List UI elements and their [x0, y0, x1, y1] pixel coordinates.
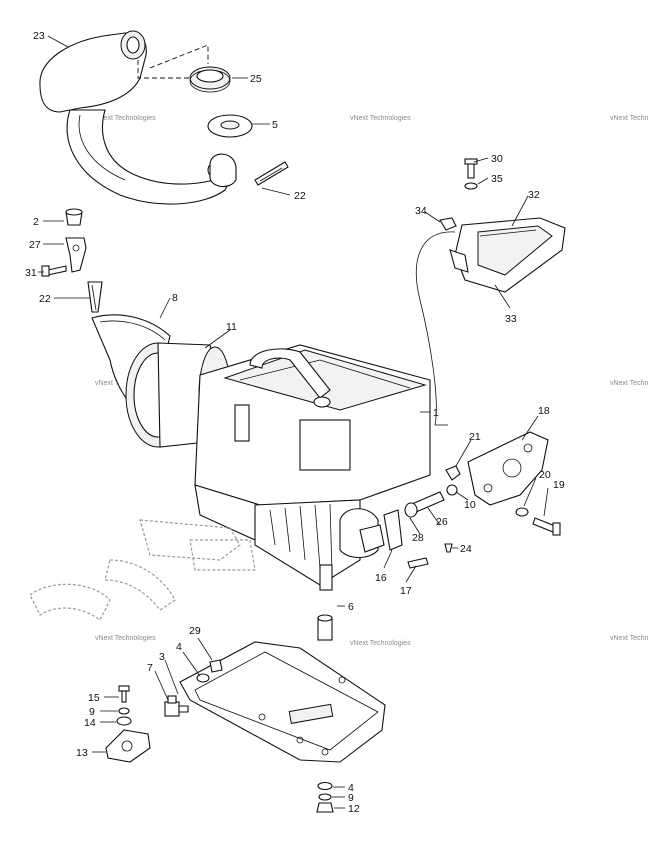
part-10-nut [446, 484, 458, 496]
callout-labels: 23 25 5 22 2 27 31 22 8 11 1 30 35 32 34… [25, 30, 565, 815]
callout-20: 20 [539, 469, 551, 481]
callout-22-left: 22 [39, 293, 51, 305]
callout-26: 26 [436, 516, 448, 528]
callout-17: 17 [400, 585, 412, 597]
part-22-clamp-top [254, 161, 289, 186]
callout-12: 12 [348, 803, 360, 815]
alignment-line [137, 60, 190, 79]
part-35-washer [464, 182, 478, 190]
callout-24: 24 [460, 543, 472, 555]
exhaust-ghost [29, 519, 256, 621]
part-14-washer [116, 716, 132, 726]
callout-27: 27 [29, 239, 41, 251]
part-1-engine [194, 344, 431, 591]
callout-4-bottom: 4 [348, 782, 354, 794]
part-9-washer-bottom [318, 793, 332, 801]
part-20-washer [515, 507, 529, 517]
callout-22-top: 22 [294, 190, 306, 202]
part-7-mount [164, 695, 189, 717]
part-31-screw [41, 265, 67, 277]
callout-9-left: 9 [89, 706, 95, 718]
alignment-line [149, 44, 209, 69]
watermark: vNext Technologies [350, 640, 411, 647]
part-29-nut [209, 659, 223, 673]
callout-32: 32 [528, 189, 540, 201]
part-16-bracket [383, 509, 403, 551]
part-12-nut [316, 802, 334, 813]
hose-line [415, 231, 456, 426]
callout-7: 7 [147, 662, 153, 674]
part-18-plate [467, 431, 549, 506]
engine-support-plate [179, 641, 386, 763]
callout-14: 14 [84, 717, 96, 729]
callout-19: 19 [553, 479, 565, 491]
callout-21: 21 [469, 431, 481, 443]
callout-29: 29 [189, 625, 201, 637]
part-17-screw [407, 557, 429, 569]
part-34-nut [439, 217, 457, 231]
part-5-ring [207, 114, 253, 138]
part-19-bolt [532, 517, 561, 536]
callout-28: 28 [412, 532, 424, 544]
callout-35: 35 [491, 173, 503, 185]
part-4-washer-bottom [317, 781, 333, 791]
part-6-spacer [317, 614, 333, 641]
callout-16: 16 [375, 572, 387, 584]
part-33-mount [449, 249, 469, 273]
callout-8: 8 [172, 292, 178, 304]
callout-5: 5 [272, 119, 278, 131]
callout-9-bottom: 9 [348, 792, 354, 804]
part-23-intake-silencer [39, 30, 237, 205]
watermark: vNext Technologies [610, 115, 648, 122]
callout-11: 11 [226, 321, 237, 333]
part-27-bracket [65, 237, 87, 273]
watermark: vNext Technologies [95, 115, 156, 122]
part-2-cap [65, 208, 83, 226]
watermark: vNext Technologies [95, 635, 156, 642]
callout-10: 10 [464, 499, 476, 511]
callout-18: 18 [538, 405, 550, 417]
callout-15: 15 [88, 692, 100, 704]
callout-3: 3 [159, 651, 165, 663]
part-28-stud [404, 491, 445, 518]
callout-25: 25 [250, 73, 262, 85]
part-24-screw [444, 543, 453, 553]
part-15-screw [118, 685, 130, 703]
part-4-washer-top [196, 673, 210, 683]
part-25-seal [189, 66, 231, 93]
callout-34: 34 [415, 205, 427, 217]
callout-2: 2 [33, 216, 39, 228]
leader-lines [38, 35, 549, 809]
watermark: vNext Technologies [350, 115, 411, 122]
callout-31: 31 [25, 267, 37, 279]
callout-33: 33 [505, 313, 517, 325]
callout-6: 6 [348, 601, 354, 613]
callout-30: 30 [491, 153, 503, 165]
part-32-duct [454, 217, 566, 293]
watermark: vNext Technologies [610, 635, 648, 642]
callout-13: 13 [76, 747, 88, 759]
part-9-washer-left [118, 707, 130, 715]
callout-23: 23 [33, 30, 45, 42]
part-22-clamp-left [87, 281, 103, 313]
callout-1: 1 [433, 407, 439, 419]
watermark: vNext Technologies [610, 380, 648, 387]
callout-4-top: 4 [176, 641, 182, 653]
part-13-mount [105, 729, 151, 763]
part-21-nut [445, 465, 461, 481]
